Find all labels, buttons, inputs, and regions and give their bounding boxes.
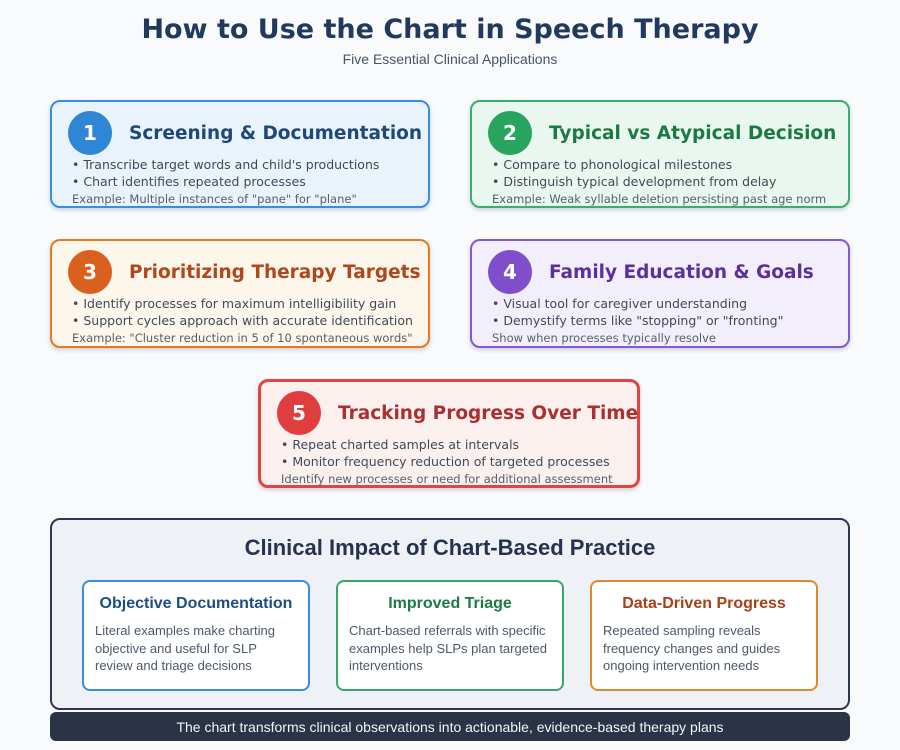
card-header: 2 Typical vs Atypical Decision (472, 102, 848, 155)
card-title: Prioritizing Therapy Targets (129, 261, 421, 283)
step-number-badge: 5 (277, 391, 321, 435)
footer-banner: The chart transforms clinical observatio… (50, 712, 850, 741)
page-title: How to Use the Chart in Speech Therapy (141, 14, 759, 45)
card-typical-vs-atypical: 2 Typical vs Atypical Decision Compare t… (470, 100, 850, 208)
impact-card-row: Objective Documentation Literal examples… (82, 580, 818, 691)
footer-banner-text: The chart transforms clinical observatio… (176, 718, 724, 735)
bullet-item: Distinguish typical development from del… (492, 174, 848, 191)
card-family-education: 4 Family Education & Goals Visual tool f… (470, 239, 850, 348)
bullet-item: Chart identifies repeated processes (72, 174, 428, 191)
bullet-item: Monitor frequency reduction of targeted … (281, 454, 637, 471)
step-number-badge: 4 (488, 250, 532, 294)
bullet-item: Demystify terms like "stopping" or "fron… (492, 313, 848, 330)
impact-card-objective-documentation: Objective Documentation Literal examples… (82, 580, 310, 691)
impact-section-title: Clinical Impact of Chart-Based Practice (244, 535, 656, 560)
step-number-badge: 3 (68, 250, 112, 294)
card-prioritizing-targets: 3 Prioritizing Therapy Targets Identify … (50, 239, 430, 348)
bullet-item: Compare to phonological milestones (492, 157, 848, 174)
impact-card-improved-triage: Improved Triage Chart-based referrals wi… (336, 580, 564, 691)
bullet-list: Repeat charted samples at intervals Moni… (261, 437, 637, 470)
bullet-list: Transcribe target words and child's prod… (52, 157, 428, 190)
clinical-impact-section: Clinical Impact of Chart-Based Practice … (50, 518, 850, 710)
bullet-item: Transcribe target words and child's prod… (72, 157, 428, 174)
card-title: Family Education & Goals (549, 261, 814, 283)
impact-card-body: Literal examples make charting objective… (95, 623, 275, 674)
card-note: Identify new processes or need for addit… (281, 472, 613, 486)
page-header: How to Use the Chart in Speech Therapy F… (0, 0, 900, 67)
impact-card-title: Objective Documentation (99, 595, 293, 612)
card-header: 3 Prioritizing Therapy Targets (52, 241, 428, 294)
card-header: 4 Family Education & Goals (472, 241, 848, 294)
bullet-item: Visual tool for caregiver understanding (492, 296, 848, 313)
card-title: Typical vs Atypical Decision (549, 122, 837, 144)
bullet-list: Identify processes for maximum intelligi… (52, 296, 428, 329)
card-header: 1 Screening & Documentation (52, 102, 428, 155)
bullet-item: Support cycles approach with accurate id… (72, 313, 428, 330)
card-header: 5 Tracking Progress Over Time (261, 382, 639, 435)
card-screening-documentation: 1 Screening & Documentation Transcribe t… (50, 100, 430, 208)
impact-card-title: Improved Triage (388, 595, 512, 612)
bullet-list: Visual tool for caregiver understanding … (472, 296, 848, 329)
page-subtitle: Five Essential Clinical Applications (342, 51, 558, 67)
bullet-item: Repeat charted samples at intervals (281, 437, 637, 454)
card-title: Tracking Progress Over Time (338, 402, 639, 424)
impact-card-body: Chart-based referrals with specific exam… (349, 623, 548, 674)
impact-card-body: Repeated sampling reveals frequency chan… (603, 623, 781, 674)
card-note: Example: "Cluster reduction in 5 of 10 s… (72, 331, 413, 345)
impact-card-title: Data-Driven Progress (622, 595, 786, 612)
card-tracking-progress: 5 Tracking Progress Over Time Repeat cha… (258, 379, 640, 488)
card-note: Example: Multiple instances of "pane" fo… (72, 192, 357, 206)
step-number-badge: 2 (488, 111, 532, 155)
bullet-item: Identify processes for maximum intelligi… (72, 296, 428, 313)
impact-card-data-driven-progress: Data-Driven Progress Repeated sampling r… (590, 580, 818, 691)
card-title: Screening & Documentation (129, 122, 423, 144)
bullet-list: Compare to phonological milestones Disti… (472, 157, 848, 190)
card-note: Show when processes typically resolve (492, 331, 716, 345)
card-note: Example: Weak syllable deletion persisti… (492, 192, 827, 206)
step-number-badge: 1 (68, 111, 112, 155)
